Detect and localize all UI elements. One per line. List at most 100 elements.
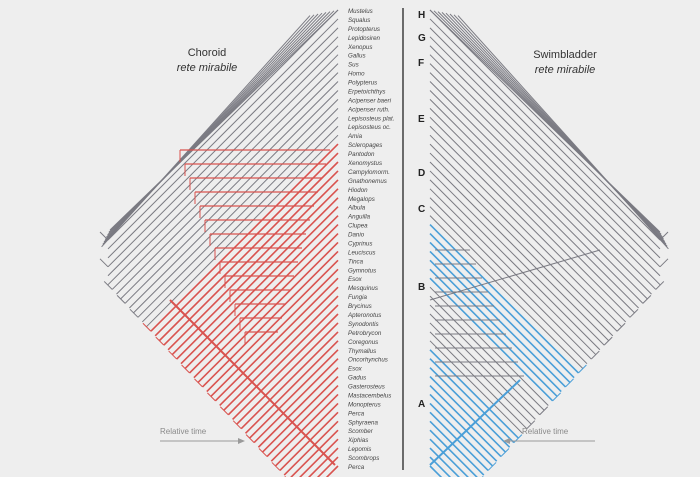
choroid-rete-tree [99,9,339,477]
taxon-label: Fungia [348,294,367,301]
taxon-label: Acipenser baeri [347,97,392,104]
swimbladder-branch [429,340,523,434]
swimbladder-node [642,295,652,304]
swimbladder-branch [429,27,661,259]
taxon-label: Oncorhynchus [348,357,388,364]
choroid-branch [275,402,339,467]
choroid-branch [141,125,339,323]
relative-time-arrows [160,438,595,444]
swimbladder-node [659,258,669,268]
choroid-branch [163,170,339,346]
swimbladder-node [616,322,626,332]
swimbladder-branch [429,411,489,472]
choroid-branch [223,295,339,411]
choroid-branch [193,232,339,379]
taxon-label: Esox [348,276,363,283]
swimbladder-branch [429,232,575,379]
swimbladder-branch [429,268,558,397]
swimbladder-branch [429,63,657,290]
taxon-label: Coregonus [348,339,378,346]
choroid-node [207,392,216,402]
taxon-label: Gadus [348,375,366,382]
swimbladder-node [526,420,536,430]
choroid-branch [266,384,339,458]
swimbladder-branch [429,358,515,444]
choroid-title-main: Choroid [187,47,227,59]
taxon-label: Mesquinus [348,285,378,292]
choroid-branch [214,277,339,402]
choroid-branch [107,54,339,286]
taxon-label: Scomber [348,428,374,435]
taxon-label: Petrobrycon [348,330,382,337]
swimbladder-branch [429,72,652,295]
swimbladder-branch [429,259,562,393]
choroid-branch [111,63,339,290]
choroid-branch [146,134,339,327]
choroid-branch [232,313,339,420]
swimbladder-branch [429,18,661,250]
taxon-label: Perca [348,410,365,417]
swimbladder-node [500,448,510,457]
choroid-branch [107,9,339,241]
choroid-node [245,434,255,443]
swimbladder-node [552,392,561,402]
taxon-label: Perca [348,464,365,471]
clade-letter: B [418,282,425,293]
taxon-label: Gnathonemus [348,178,387,185]
taxon-label: Hiodon [348,187,368,194]
choroid-diagonal [169,299,336,466]
swimbladder-node [578,364,587,374]
swimbladder-diagonal [429,249,601,301]
swimbladder-branch [429,90,644,304]
choroid-branch [290,429,339,477]
taxon-label: Monopterus [348,401,381,408]
choroid-branch [307,447,339,477]
clade-letter: A [418,399,425,410]
choroid-node [142,322,152,332]
swimbladder-branch [429,170,605,346]
choroid-branch [120,81,339,300]
choroid-branch [279,411,339,472]
taxon-label: Lepomis [348,446,371,453]
swimbladder-branch [429,9,661,241]
swimbladder-frame-line [457,15,669,250]
choroid-node [232,420,242,430]
clade-letter: F [418,58,424,69]
taxon-label: Homo [348,71,365,78]
swimbladder-branch [429,384,502,458]
choroid-title: Choroid rete mirabile [142,46,272,76]
clade-letter: C [418,204,425,215]
choroid-branch [210,268,339,397]
taxon-label: Gymnotus [348,267,376,274]
taxon-label: Tinca [348,258,364,265]
choroid-node [103,281,113,290]
swimbladder-branch [429,54,661,286]
choroid-branch [107,27,339,259]
choroid-branch [236,322,339,425]
taxon-label: Campylomorm. [348,169,390,176]
swimbladder-rete-tree [429,9,669,477]
swimbladder-branch [429,215,584,369]
taxon-label: Polypterus [348,80,377,87]
swimbladder-branch [429,295,545,411]
swimbladder-branch [429,376,506,453]
swimbladder-branch [429,134,622,327]
taxon-label: Protopterus [348,26,380,33]
choroid-branch [283,420,339,476]
swimbladder-branch [429,81,648,300]
choroid-branch [129,99,339,309]
taxon-label: Lepisosteus plat. [348,115,394,122]
choroid-branch [206,259,339,393]
choroid-branch [167,179,339,351]
taxon-label: Scleropages [348,142,382,149]
choroid-branch [325,465,339,477]
swimbladder-title-main: Swimbladder [533,49,597,61]
taxon-label: Sphyraena [348,419,378,426]
taxon-label: Albula [347,205,366,212]
taxon-label: Cyprinus [348,240,372,247]
swimbladder-branch [429,125,627,323]
choroid-node [271,462,281,471]
swimbladder-branch [429,107,635,314]
